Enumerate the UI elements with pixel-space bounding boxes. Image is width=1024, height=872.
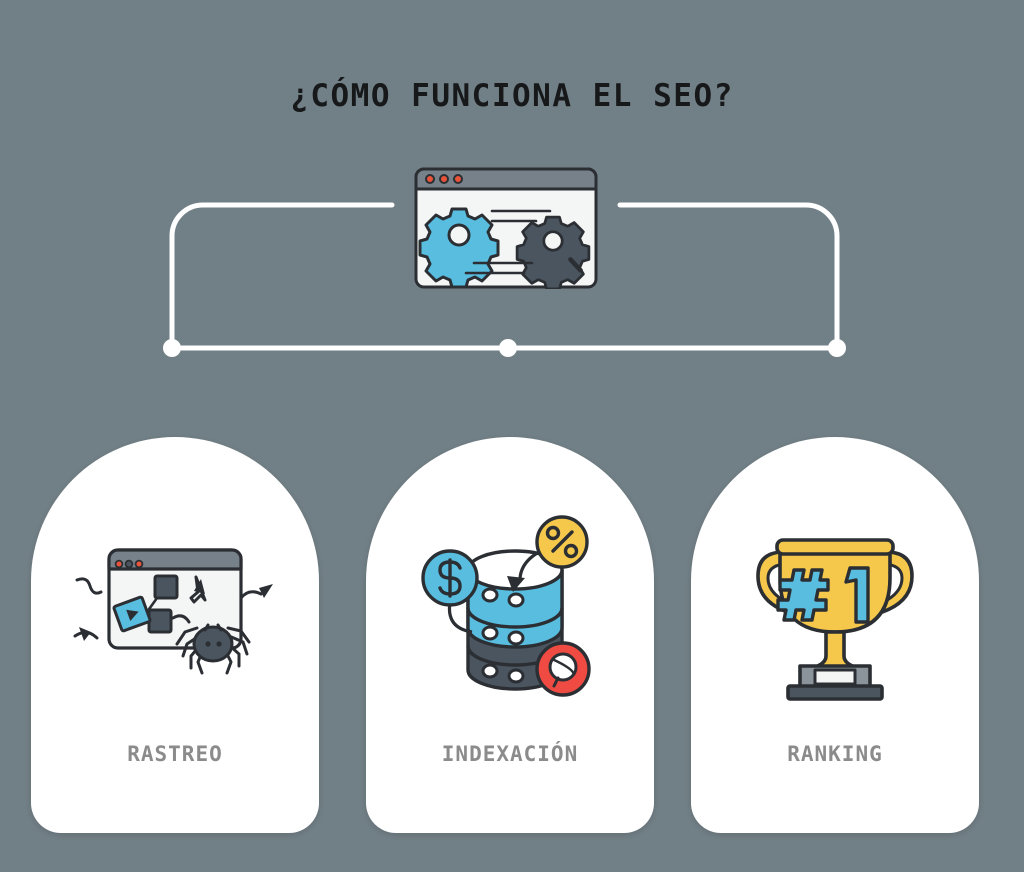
rastreo-window-traffic-lights <box>114 559 144 569</box>
indexacion-icon <box>366 497 654 727</box>
window-text-lines <box>464 209 552 275</box>
gear-left-icon <box>418 207 500 289</box>
connector-path-left <box>169 202 395 351</box>
node-square-bottom <box>147 608 173 634</box>
ranking-icon <box>691 497 979 727</box>
page-title: ¿CÓMO FUNCIONA EL SEO? <box>290 78 734 114</box>
connector-node-right <box>828 339 846 357</box>
trophy-number-label <box>776 565 870 624</box>
database-indicator-lights <box>481 587 525 684</box>
node-square-top <box>153 574 179 600</box>
crawl-arrowheads <box>79 579 273 641</box>
rastreo-icon <box>31 497 319 727</box>
gear-right-icon <box>515 215 591 291</box>
card-indexacion[interactable]: INDEXACIÓN <box>366 437 654 833</box>
card-rastreo[interactable]: RASTREO <box>31 437 319 833</box>
link-tag-icon <box>112 595 152 633</box>
trophy-icon <box>756 537 914 701</box>
connector-path-right <box>617 202 840 351</box>
card-label-indexacion: INDEXACIÓN <box>441 742 579 766</box>
hero-browser-window-icon <box>414 167 598 291</box>
spider-icon <box>175 623 251 675</box>
window-traffic-lights <box>425 174 463 184</box>
percent-badge-icon <box>507 515 589 592</box>
card-label-rastreo: RASTREO <box>127 742 223 766</box>
connector-node-left <box>163 339 181 357</box>
card-ranking[interactable]: RANKING <box>691 437 979 833</box>
globe-badge-icon <box>535 641 591 697</box>
dollar-badge-icon <box>421 549 479 634</box>
connector-node-center <box>499 339 517 357</box>
card-label-ranking: RANKING <box>787 742 883 766</box>
